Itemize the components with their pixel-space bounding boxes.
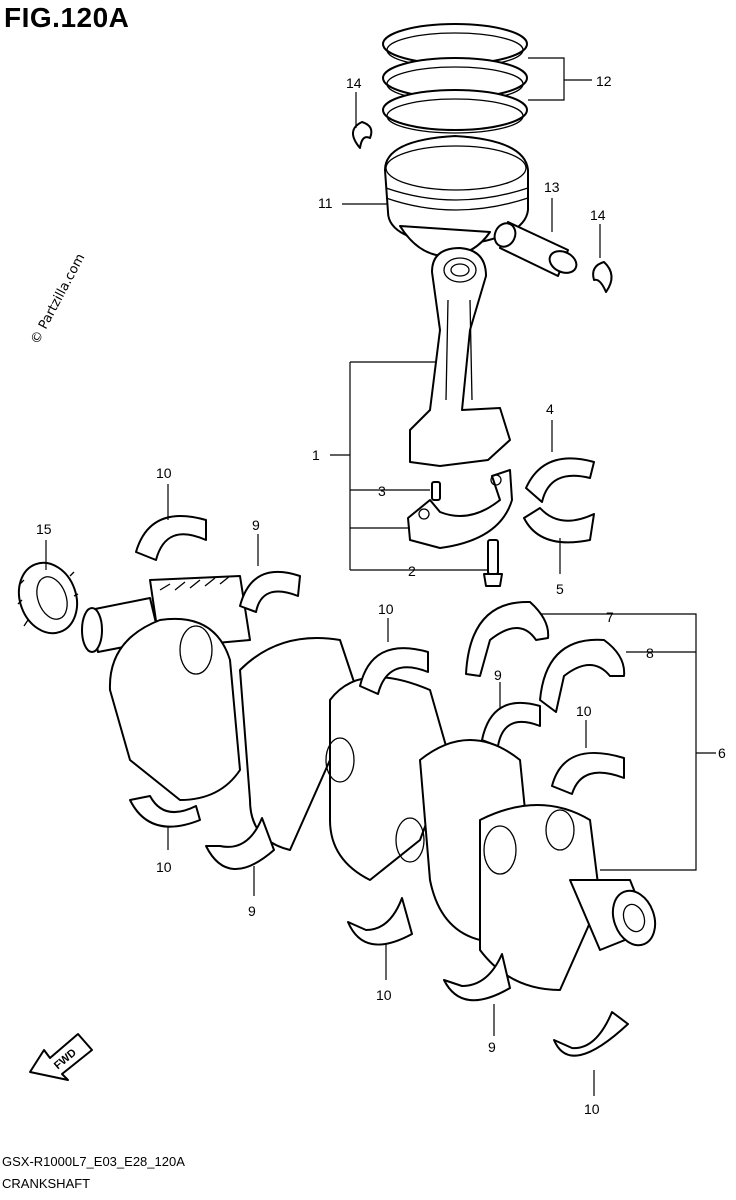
main-bearing-lower-10e[interactable] (347, 897, 413, 946)
thrust-bearing-lower[interactable] (539, 638, 626, 713)
callout-1: 1 (312, 447, 320, 463)
callout-9a: 9 (252, 517, 260, 533)
callout-11: 11 (318, 195, 333, 211)
callout-6: 6 (718, 745, 726, 761)
callout-3: 3 (378, 483, 386, 499)
forward-direction-arrow: FWD (29, 1033, 93, 1081)
dowel-pin[interactable] (431, 481, 441, 501)
section-name: CRANKSHAFT (2, 1176, 91, 1191)
connecting-rod[interactable] (409, 247, 511, 467)
callout-10f: 10 (584, 1101, 600, 1117)
callout-2: 2 (408, 563, 416, 579)
piston-pin[interactable] (491, 220, 580, 277)
primary-drive-gear[interactable] (9, 555, 86, 642)
main-bearing-upper-9a[interactable] (239, 570, 301, 613)
callout-13: 13 (544, 179, 560, 195)
figure-title: FIG.120A (4, 2, 130, 33)
callout-10e: 10 (376, 987, 392, 1003)
main-bearing-upper-10b[interactable] (359, 647, 429, 695)
callout-15: 15 (36, 521, 52, 537)
callout-9d: 9 (488, 1039, 496, 1055)
callout-labels: 1 2 3 4 5 6 7 8 9 9 9 9 10 10 10 10 10 1… (36, 73, 726, 1117)
crankshaft[interactable] (81, 575, 662, 991)
callout-8: 8 (646, 645, 654, 661)
main-bearing-upper-10a[interactable] (135, 515, 207, 561)
callout-4: 4 (546, 401, 554, 417)
model-code: GSX-R1000L7_E03_E28_120A (2, 1154, 185, 1169)
leader-lines (45, 57, 716, 1096)
callout-9c: 9 (248, 903, 256, 919)
callout-10b: 10 (378, 601, 394, 617)
callout-10a: 10 (156, 465, 172, 481)
main-bearing-upper-10c[interactable] (551, 751, 625, 795)
piston-rings[interactable] (382, 23, 528, 134)
thrust-bearing-upper[interactable] (465, 600, 550, 677)
main-bearing-lower-10d[interactable] (129, 795, 201, 828)
callout-12: 12 (596, 73, 612, 89)
main-bearing-upper-9b[interactable] (481, 701, 541, 747)
circlip-right[interactable] (592, 261, 613, 293)
callout-7: 7 (606, 609, 614, 625)
callout-14a: 14 (346, 75, 362, 91)
callout-10d: 10 (156, 859, 172, 875)
rod-bearing-upper[interactable] (525, 457, 595, 503)
circlip-left[interactable] (352, 121, 373, 149)
main-bearing-lower-10f[interactable] (553, 1011, 629, 1057)
main-bearing-lower-9d[interactable] (443, 953, 511, 1002)
main-bearing-lower-9c[interactable] (205, 817, 275, 870)
connecting-rod-cap[interactable] (407, 469, 513, 549)
rod-bolt[interactable] (483, 539, 503, 587)
callout-14b: 14 (590, 207, 606, 223)
callout-5: 5 (556, 581, 564, 597)
rod-bearing-lower[interactable] (523, 507, 595, 544)
callout-10c: 10 (576, 703, 592, 719)
callout-9b: 9 (494, 667, 502, 683)
